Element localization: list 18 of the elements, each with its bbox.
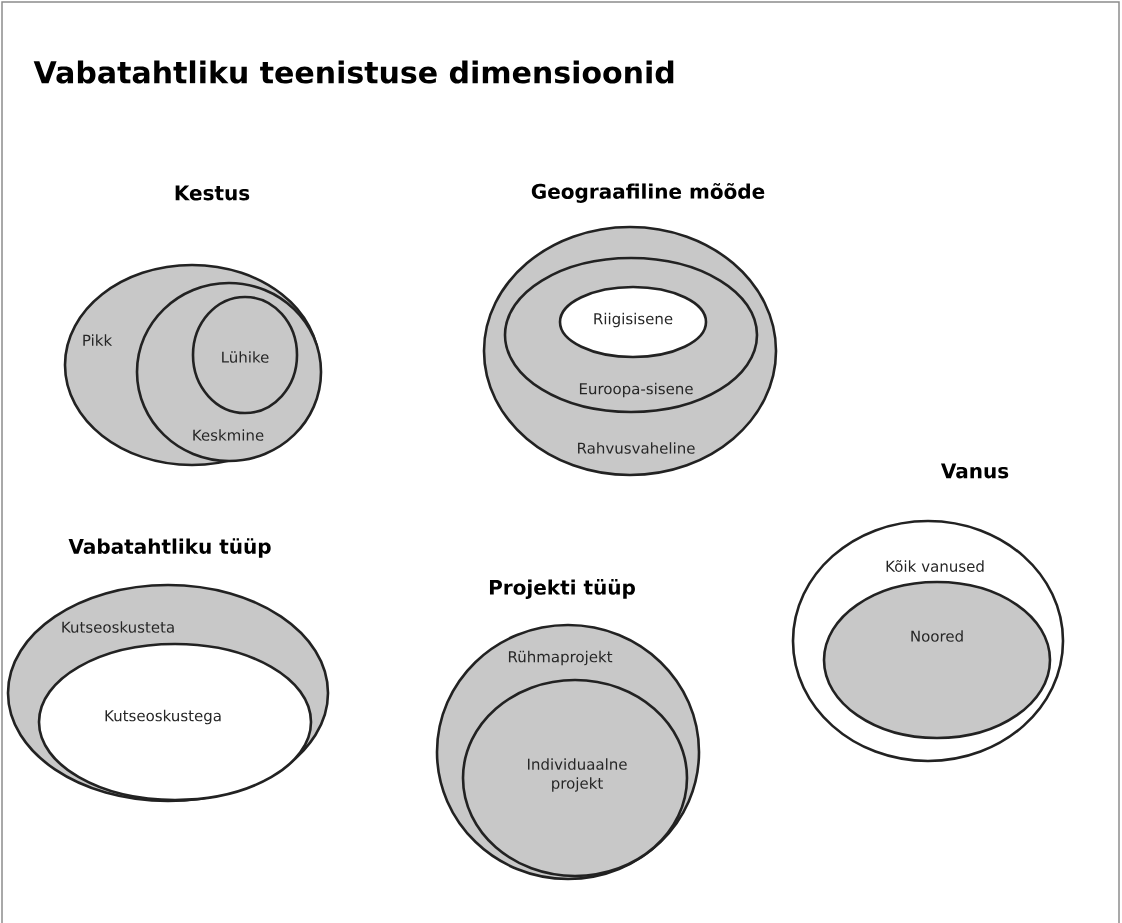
ellipse-label: Riigisisene [594, 312, 673, 328]
ellipse-label: Euroopa-sisene [579, 382, 693, 398]
heading: Vanus [940, 463, 1009, 479]
heading: Projekti tüüp [490, 579, 635, 599]
ellipse-label: Individuaalne projekt [528, 758, 627, 792]
heading: Geograafiline mõõde [531, 183, 765, 203]
ellipse-label: Rahvusvaheline [578, 442, 695, 454]
heading: Vabatahtliku tüüp [68, 538, 271, 558]
ellipse-label: Kutseoskustega [105, 709, 221, 725]
title: Vabatahtliku teenistuse dimensioonid [33, 60, 674, 84]
ellipse-label: Pikk [83, 334, 113, 346]
ellipse-label: Kõik vanused [886, 560, 984, 572]
heading: Kestus [175, 185, 250, 201]
ellipse-label: Rühmaprojekt [508, 650, 613, 666]
ellipse-label: Kutseoskusteta [62, 621, 174, 633]
ellipse-label: Lühike [222, 351, 269, 363]
ellipse-label: Keskmine [193, 429, 264, 441]
ellipse-label: Noored [911, 630, 963, 642]
